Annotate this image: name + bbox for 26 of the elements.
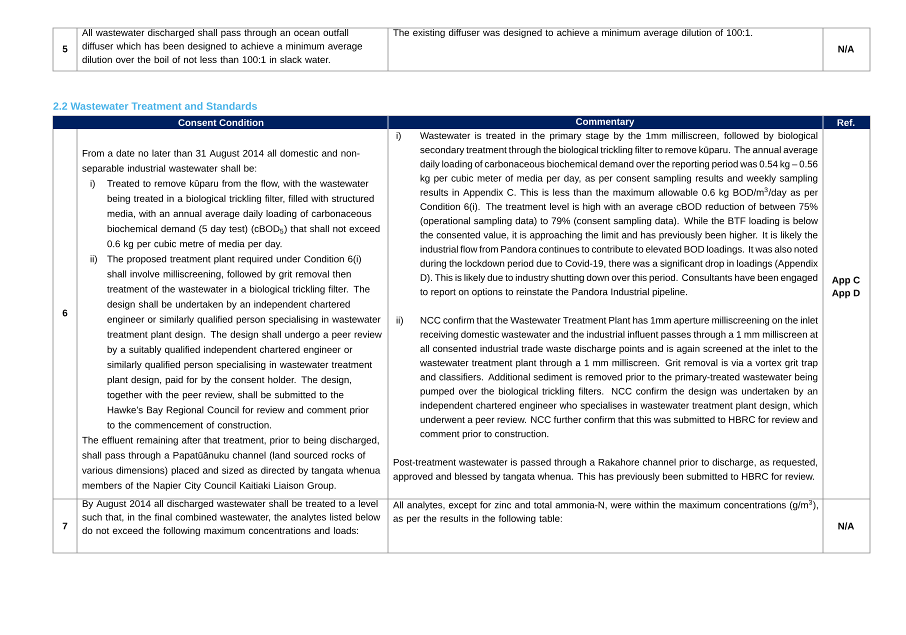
condition-text: The proposed treatment plant required under Condition 6(i) shall involve milliscreening, followed by grit removal then treatment of the wastewater in a biological trickling filter. The design shall be undertaken by an independent chartered engineer or similarly qualified person specialising in wastewater treatment plant design. The design shall undergo a peer review by a suitably qualified independent chartered engineer or similarly qualified person specialising in wastewater treatment plant design, paid for by the consent holder. The design, together with the peer review, shall be submitted to the Hawke’s Bay Regional Council for review and comment prior to the commencement of construction. — [107, 255, 382, 428]
condition-text: All wastewater discharged shall pass through an ocean outfall diffuser which has been designed to achieve a minimum average dilution over the boil of not less than 100:1 in slack water. — [82, 29, 362, 64]
row-number: 7 — [62, 522, 68, 530]
list-marker: i) — [90, 180, 95, 189]
commentary-text: Post-treatment wastewater is passed through a Rakahore channel prior to discharge, as requested, approved and blessed by tangata whenua. This has previously been submitted to HBRC for review. — [393, 458, 818, 482]
condition-text: The effluent remaining after that treatment, prior to being discharged, shall pass through a Papatūānuku channel (land sourced rocks of various dimensions) placed and sized as directed by tangata whenua members of the Napier City Council Kaitiaki Liaison Group. — [82, 436, 380, 491]
condition-text: Treated to remove kūparu from the flow, with the wastewater being treated in a biological trickling filter, filled with structured media, with an annual average daily loading of carbonaceous biochemical demand (5 day test) (cBOD$_{5}$) that shall not exceed 0.6 kg per cubic metre of media per day. — [107, 180, 380, 250]
condition-text: By August 2014 all discharged wastewater shall be treated to a level such that, in the final combined wastewater, the analytes listed below do not exceed the following maximum concentrations and loads: — [82, 500, 380, 536]
reference-text: N/A — [838, 45, 854, 53]
reference-text: N/A — [838, 522, 854, 530]
commentary-text: NCC confirm that the Wastewater Treatment Plant has 1mm aperture milliscreening on the inlet receiving domestic wastewater and the industrial influent passes through a 1 mm milliscreen at all consented industrial trade waste discharge points and is again screened at the inlet to the wastewater treatment plant through a 1 mm milliscreen. Grit removal is via a vortex grit trap and classifiers. Additional sediment is removed prior to the primary-treated wastewater being pumped over the biological trickling filters. NCC confirm the design was undertaken by an independent chartered engineer who specialises in wastewater treatment plant design, which underwent a peer review. NCC further confirm that this was submitted to HBRC for review and comment prior to construction. — [420, 316, 818, 440]
commentary-text: All analytes, except for zinc and total ammonia-N, were within the maximum concentrations (g/m$^{3}$), as per the results in the following table: — [393, 500, 818, 524]
column-header: Ref. — [838, 118, 854, 126]
list-marker: ii) — [396, 316, 403, 326]
list-marker: i) — [396, 132, 401, 141]
section-heading: 2.2 Wastewater Treatment and Standards — [53, 102, 257, 110]
column-header: Commentary — [576, 118, 634, 127]
row-number: 5 — [62, 46, 68, 52]
row-number: 6 — [62, 310, 68, 316]
reference-text: App C — [832, 276, 860, 286]
condition-text: From a date no later than 31 August 2014 all domestic and non-separable industrial wastewater shall be: — [82, 150, 360, 174]
commentary-text: Wastewater is treated in the primary stage by the 1mm milliscreen, followed by biological secondary treatment through the biological trickling filter to remove kūparu. The annual average daily loading of carbonaceous biochemical demand over the reporting period was 0.54 kg – 0.56 kg per cubic meter of media per day, as per consent sampling results and weekly sampling results in Appendix C. This is less than the maximum allowable 0.6 kg BOD/m$^{3}$/day as per Condition 6(i). The treatment level is high with an average cBOD reduction of between 75% (operational sampling data) to 79% (consent sampling data). While the BTF loading is below the consented value, it is approaching the limit and has previously been higher. It is likely the industrial flow from Pandora continues to contribute to elevated BOD loadings. It was also noted during the lockdown period due to Covid-19, there was a significant drop in loadings (Appendix D). This is likely due to industry shutting down over this period. Consultants have been engaged to report on options to reinstate the Pandora Industrial pipeline. — [420, 132, 818, 298]
reference-text: App D — [832, 290, 860, 298]
column-header: Consent Condition — [178, 118, 264, 126]
commentary-text: The existing diffuser was designed to achieve a minimum average dilution of 100:1. — [393, 29, 752, 38]
list-marker: ii) — [90, 255, 97, 264]
